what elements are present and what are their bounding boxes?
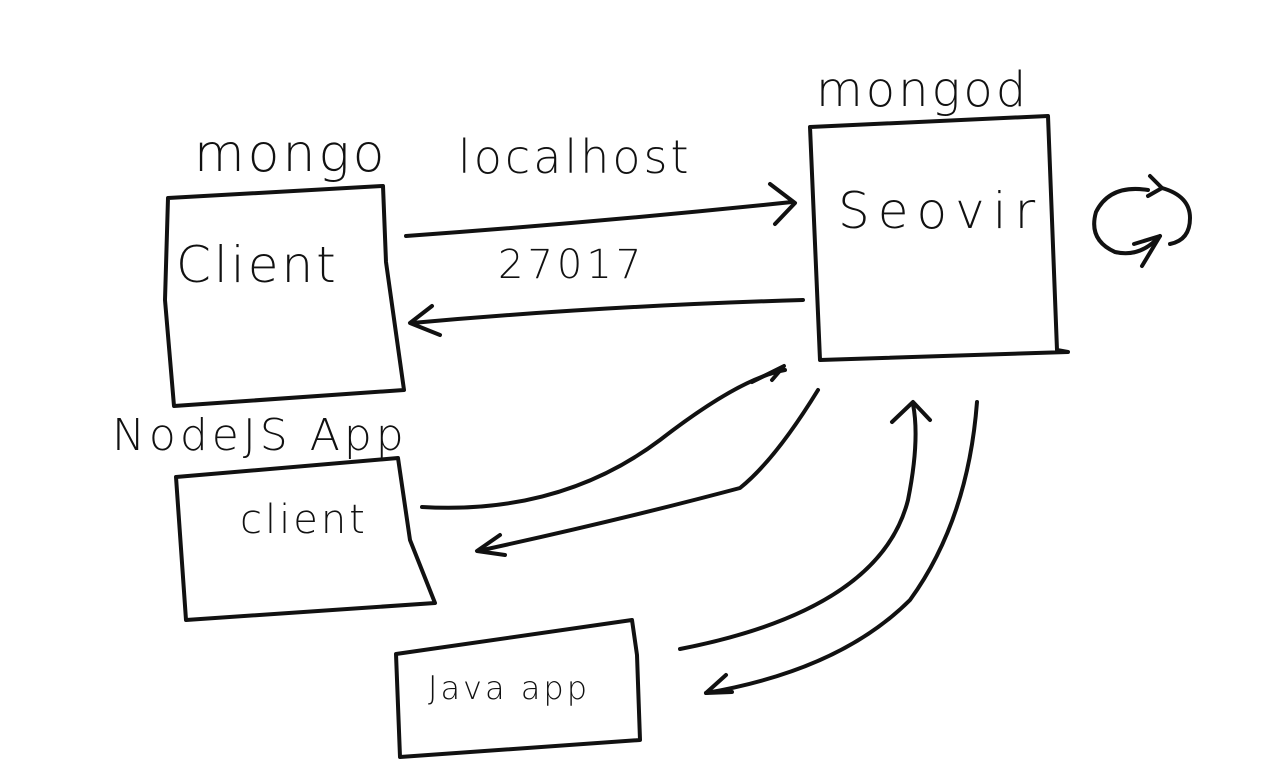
java-to-server-arrow-head <box>890 400 932 424</box>
nodejs-to-server-arrow <box>420 368 787 510</box>
mongo-client-label: Client <box>176 236 339 294</box>
mongod-label: mongod <box>816 62 1030 118</box>
refresh-icon <box>1092 174 1192 268</box>
server-to-nodejs-arrow-head <box>475 533 507 557</box>
server-to-nodejs-arrow <box>476 388 820 553</box>
request-arrow-head <box>768 182 797 226</box>
server-to-java-arrow-head <box>704 673 734 695</box>
response-arrow <box>410 298 805 325</box>
port-label: 27017 <box>498 242 646 288</box>
localhost-label: localhost <box>458 130 692 184</box>
server-to-java-arrow <box>704 400 979 695</box>
request-arrow <box>404 200 794 238</box>
nodejs-app-label: NodeJS App <box>112 410 408 461</box>
java-app-box <box>394 618 642 759</box>
java-to-server-arrow <box>678 402 918 651</box>
nodejs-client-label: client <box>240 497 368 543</box>
response-arrow-head <box>408 304 442 337</box>
java-app-label: Java app <box>428 669 590 707</box>
nodejs-client-box <box>174 456 437 622</box>
mongo-label: mongo <box>194 124 388 184</box>
server-label: Seovir <box>838 182 1044 240</box>
server-box <box>808 114 1070 362</box>
nodejs-to-server-arrow-head <box>750 364 786 384</box>
mongo-client-box <box>163 184 406 408</box>
